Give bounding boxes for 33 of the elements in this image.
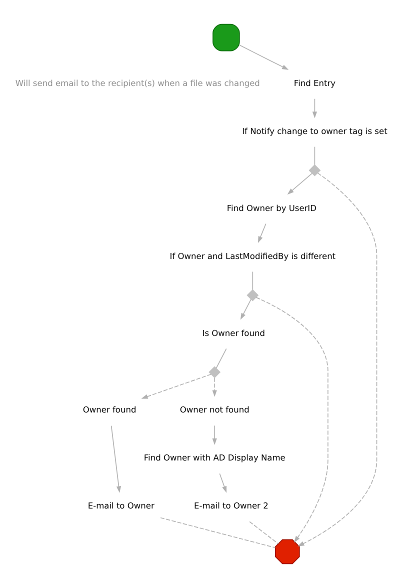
node-text: Find Owner with AD Display Name bbox=[144, 452, 286, 463]
node-text: Find Owner by UserID bbox=[226, 202, 316, 213]
node-label: Will send email to the recipient(s) when a file was changed bbox=[15, 78, 260, 88]
node-diamond bbox=[308, 164, 321, 176]
arrow bbox=[287, 172, 313, 195]
connector bbox=[216, 348, 227, 369]
arrow bbox=[256, 297, 328, 543]
node-text: Owner found bbox=[82, 404, 136, 415]
arrow bbox=[312, 98, 318, 118]
node-text: If Notify change to owner tag is set bbox=[242, 126, 388, 136]
arrow bbox=[258, 223, 266, 244]
node-text: Find Entry bbox=[294, 78, 336, 88]
node-diamond bbox=[246, 289, 259, 302]
node-text: Owner not found bbox=[180, 404, 250, 415]
connector bbox=[160, 517, 276, 548]
node-octagon bbox=[275, 539, 300, 564]
arrow bbox=[212, 425, 217, 445]
connector bbox=[249, 521, 279, 544]
connector bbox=[314, 146, 316, 166]
arrow bbox=[240, 298, 252, 320]
connector bbox=[252, 271, 254, 290]
node-diamond bbox=[208, 366, 221, 378]
node-text: If Owner and LastModifiedBy is different bbox=[170, 250, 336, 261]
arrow bbox=[298, 172, 378, 546]
arrow bbox=[219, 473, 227, 493]
node-text: Is Owner found bbox=[202, 328, 265, 338]
arrow bbox=[239, 44, 289, 70]
node-box bbox=[212, 24, 240, 52]
arrow bbox=[212, 377, 217, 397]
node-text: E-mail to Owner bbox=[88, 500, 154, 511]
arrow bbox=[110, 425, 122, 493]
node-text: E-mail to Owner 2 bbox=[194, 500, 268, 511]
arrow bbox=[141, 374, 212, 399]
